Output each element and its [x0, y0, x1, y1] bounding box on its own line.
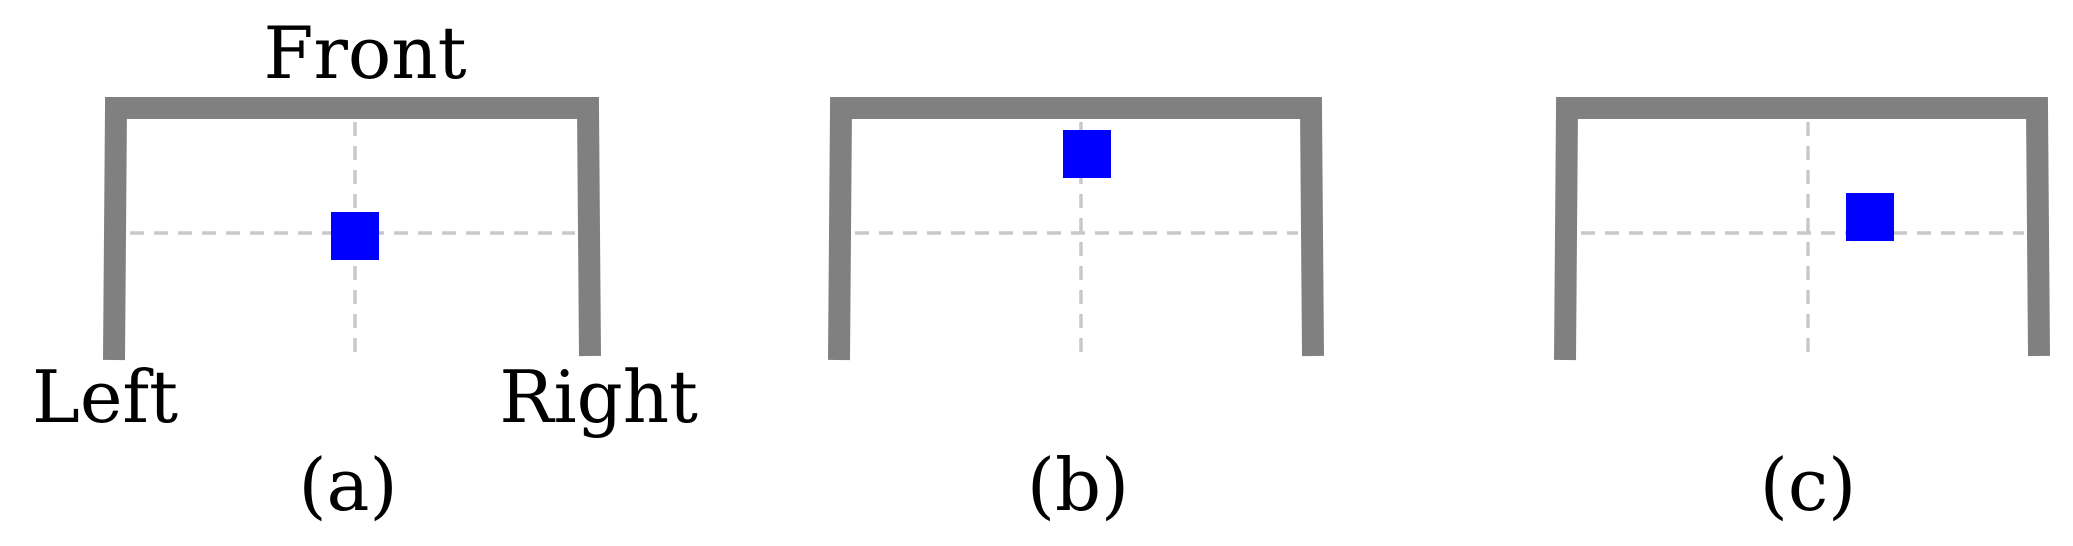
panel-caption-c: (c) [1760, 443, 1857, 527]
panel-caption-a: (a) [298, 443, 397, 527]
position-marker-b [1063, 130, 1111, 178]
right-label: Right [499, 355, 698, 439]
panel-a: Front Left Right (a) [32, 11, 698, 527]
enclosure-wall-c [1554, 97, 2050, 361]
front-label: Front [263, 11, 466, 95]
enclosure-wall-b [828, 97, 1324, 361]
panel-caption-b: (b) [1027, 443, 1129, 527]
position-marker-a [331, 212, 379, 260]
panel-b: (b) [828, 97, 1324, 527]
panel-c: (c) [1554, 97, 2050, 527]
position-marker-c [1846, 193, 1894, 241]
left-label: Left [32, 355, 178, 439]
enclosure-wall-a [103, 97, 601, 361]
